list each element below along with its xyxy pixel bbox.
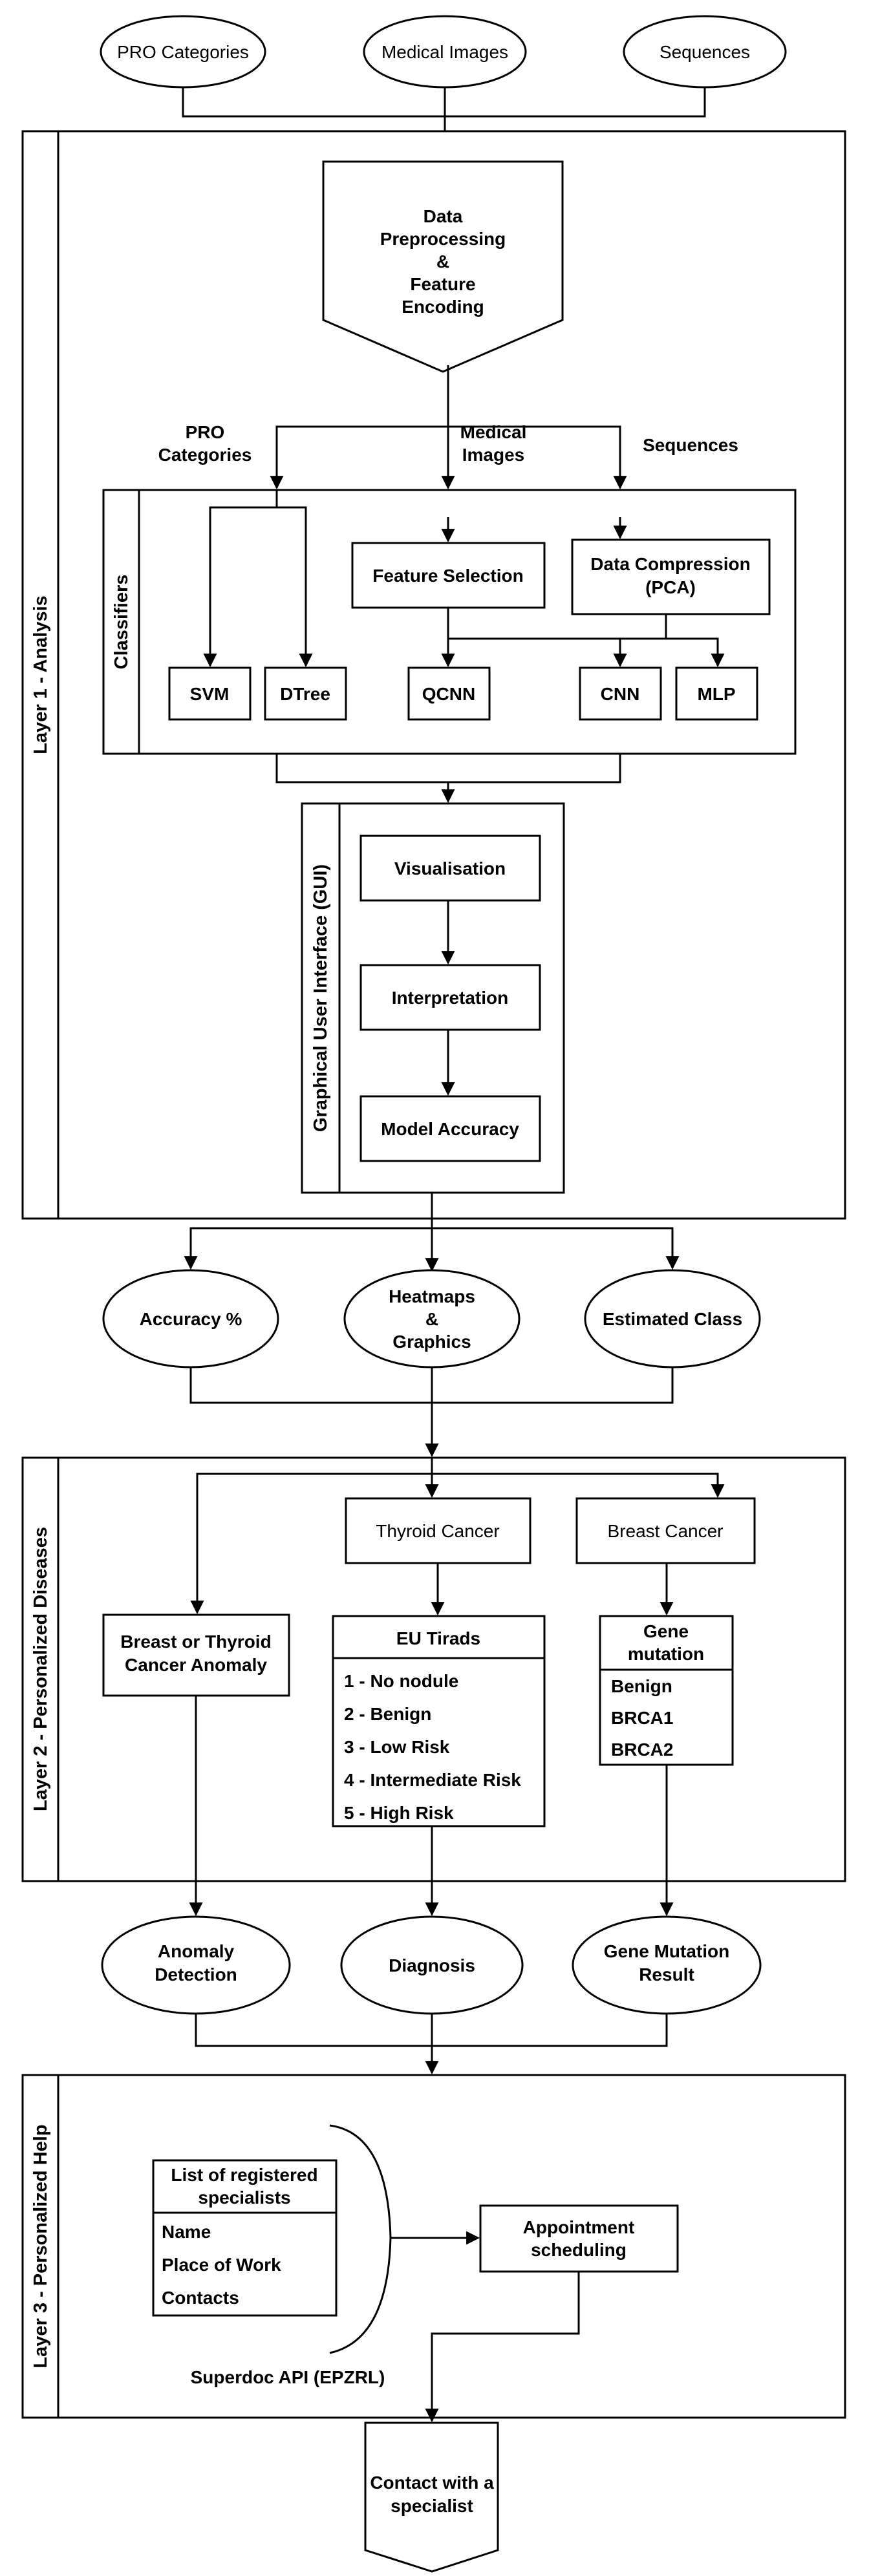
- feature-selection-label: Feature Selection: [372, 566, 523, 586]
- input-pro-categories-label: PRO Categories: [117, 42, 249, 62]
- input-medical-images: Medical Images: [363, 15, 527, 89]
- appointment-label-1: Appointment: [523, 2217, 635, 2237]
- output-gene-mutation-result: Gene Mutation Result: [572, 1915, 762, 2015]
- eu-tirads-box: EU Tirads 1 - No nodule 2 - Benign 3 - L…: [332, 1615, 546, 1827]
- cnn-box: CNN: [579, 666, 662, 721]
- mlp-box: MLP: [675, 666, 758, 721]
- layer2-title: Layer 2 - Personalized Diseases: [30, 1527, 51, 1811]
- gene-mutation-box: Gene mutation Benign BRCA1 BRCA2: [599, 1615, 734, 1766]
- model-accuracy-box: Model Accuracy: [359, 1095, 541, 1162]
- dtree-box: DTree: [264, 666, 347, 721]
- qcnn-label: QCNN: [422, 684, 475, 704]
- layer3-container: Layer 3 - Personalized Help: [21, 2074, 846, 2419]
- data-compression-box: Data Compression (PCA): [571, 538, 771, 615]
- output-estimated-class: Estimated Class: [584, 1269, 761, 1368]
- output-accuracy-label: Accuracy %: [140, 1309, 242, 1329]
- input-sequences-label: Sequences: [660, 42, 750, 62]
- gene-mutation-item: BRCA2: [611, 1740, 673, 1760]
- eu-tirads-title: EU Tirads: [396, 1628, 480, 1648]
- eu-tirads-item: 2 - Benign: [344, 1704, 431, 1724]
- preprocessing-label-5: Encoding: [402, 297, 484, 317]
- model-accuracy-label: Model Accuracy: [381, 1119, 519, 1139]
- layer3-title: Layer 3 - Personalized Help: [30, 2124, 51, 2368]
- api-label: Superdoc API (EPZRL): [191, 2367, 385, 2387]
- eu-tirads-item: 3 - Low Risk: [344, 1737, 450, 1757]
- anomaly-box: Breast or Thyroid Cancer Anomaly: [102, 1613, 290, 1697]
- branch-images-label-2: Images: [462, 445, 525, 465]
- specialists-item: Contacts: [162, 2288, 239, 2308]
- preprocessing-label-2: Preprocessing: [380, 229, 506, 249]
- output-gene-result-label-1: Gene Mutation: [604, 1941, 729, 1961]
- svm-box: SVM: [168, 666, 252, 721]
- specialists-item: Place of Work: [162, 2255, 281, 2275]
- visualisation-box: Visualisation: [359, 835, 541, 902]
- mlp-label: MLP: [697, 684, 735, 704]
- specialists-item: Name: [162, 2222, 211, 2242]
- output-estimated-class-label: Estimated Class: [603, 1309, 742, 1329]
- feature-selection-box: Feature Selection: [351, 542, 546, 609]
- input-medical-images-label: Medical Images: [381, 42, 508, 62]
- branch-pro-label-2: Categories: [158, 445, 252, 465]
- output-diagnosis: Diagnosis: [340, 1915, 524, 2015]
- preprocessing-label-3: &: [436, 251, 449, 271]
- eu-tirads-item: 5 - High Risk: [344, 1803, 454, 1823]
- anomaly-label-1: Breast or Thyroid: [120, 1632, 271, 1652]
- specialists-box: List of registered specialists Name Plac…: [152, 2159, 338, 2317]
- gene-mutation-title-2: mutation: [628, 1644, 704, 1664]
- interpretation-label: Interpretation: [392, 988, 508, 1008]
- output-anomaly-label-2: Detection: [155, 1964, 237, 1985]
- visualisation-label: Visualisation: [394, 858, 506, 878]
- output-heatmaps-label-1: Heatmaps: [389, 1286, 475, 1306]
- contact-label-1: Contact with a: [370, 2473, 494, 2493]
- eu-tirads-item: 1 - No nodule: [344, 1671, 458, 1691]
- specialists-title-1: List of registered: [171, 2165, 317, 2185]
- output-anomaly-detection: Anomaly Detection: [101, 1915, 291, 2015]
- appointment-box: Appointment scheduling: [479, 2204, 679, 2273]
- layer1-title: Layer 1 - Analysis: [30, 595, 51, 754]
- dtree-label: DTree: [280, 684, 330, 704]
- eu-tirads-item: 4 - Intermediate Risk: [344, 1770, 521, 1790]
- output-accuracy: Accuracy %: [102, 1269, 279, 1368]
- data-compression-label-2: (PCA): [645, 577, 696, 597]
- branch-sequences-label: Sequences: [643, 435, 738, 455]
- output-anomaly-label-1: Anomaly: [158, 1941, 235, 1961]
- input-pro-categories: PRO Categories: [100, 15, 266, 89]
- contact-specialist-block: Contact with a specialist: [364, 2422, 499, 2573]
- data-compression-label-1: Data Compression: [590, 554, 750, 574]
- output-heatmaps-label-3: Graphics: [392, 1332, 471, 1352]
- output-heatmaps: Heatmaps & Graphics: [343, 1269, 520, 1368]
- thyroid-cancer-label: Thyroid Cancer: [376, 1521, 499, 1541]
- output-gene-result-label-2: Result: [639, 1964, 694, 1985]
- output-heatmaps-label-2: &: [425, 1309, 438, 1329]
- input-sequences: Sequences: [623, 15, 787, 89]
- branch-pro-label-1: PRO: [186, 422, 225, 442]
- qcnn-box: QCNN: [407, 666, 491, 721]
- interpretation-box: Interpretation: [359, 964, 541, 1031]
- specialists-title-2: specialists: [198, 2187, 290, 2208]
- breast-cancer-label: Breast Cancer: [608, 1521, 724, 1541]
- breast-cancer-box: Breast Cancer: [575, 1497, 756, 1564]
- svm-label: SVM: [190, 684, 230, 704]
- branch-images-label-1: Medical: [460, 422, 527, 442]
- classifiers-title: Classifiers: [111, 575, 132, 670]
- anomaly-label-2: Cancer Anomaly: [125, 1655, 267, 1675]
- thyroid-cancer-box: Thyroid Cancer: [345, 1497, 531, 1564]
- output-diagnosis-label: Diagnosis: [389, 1955, 475, 1975]
- preprocessing-label-1: Data: [424, 206, 463, 226]
- appointment-label-2: scheduling: [531, 2240, 627, 2260]
- cnn-label: CNN: [601, 684, 640, 704]
- preprocessing-block: Data Preprocessing & Feature Encoding: [322, 160, 564, 373]
- gene-mutation-item: BRCA1: [611, 1708, 673, 1728]
- gene-mutation-title-1: Gene: [643, 1621, 689, 1641]
- preprocessing-label-4: Feature: [410, 274, 475, 294]
- contact-label-2: specialist: [391, 2496, 473, 2516]
- gene-mutation-item: Benign: [611, 1676, 672, 1696]
- gui-title: Graphical User Interface (GUI): [310, 864, 331, 1132]
